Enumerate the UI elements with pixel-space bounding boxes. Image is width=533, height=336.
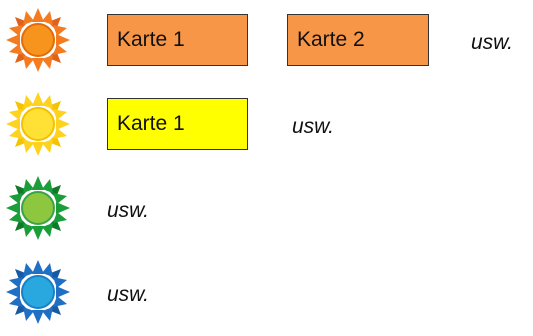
green-sun-graphic (6, 176, 70, 240)
green-sun-icon (6, 176, 70, 240)
yellow-sun-icon (6, 92, 70, 156)
orange-sun-disc (21, 23, 55, 57)
blue-sun-rays (6, 260, 70, 324)
orange-sun-icon (6, 8, 70, 72)
card-label: Karte 1 (117, 112, 185, 135)
blue-sun-disc (21, 275, 55, 309)
card-label: Karte 2 (297, 28, 365, 51)
row-green: usw. (0, 168, 533, 252)
card-karte-1-yellow: Karte 1 (107, 98, 248, 150)
row-orange: Karte 1 Karte 2 usw. (0, 0, 533, 84)
etc-text: usw. (292, 115, 335, 138)
yellow-sun-graphic (6, 92, 70, 156)
card-karte-1-orange: Karte 1 (107, 14, 248, 66)
row-yellow: Karte 1 usw. (0, 84, 533, 168)
card-karte-2-orange: Karte 2 (287, 14, 429, 66)
blue-sun-graphic (6, 260, 70, 324)
yellow-sun-rays (6, 92, 70, 156)
blue-sun-icon (6, 260, 70, 324)
orange-sun-rays (6, 8, 70, 72)
yellow-sun-disc (21, 107, 55, 141)
green-sun-rays (6, 176, 70, 240)
green-sun-disc (21, 191, 55, 225)
etc-text: usw. (107, 283, 150, 306)
row-blue: usw. (0, 252, 533, 336)
orange-sun-graphic (6, 8, 70, 72)
etc-text: usw. (107, 199, 150, 222)
etc-text: usw. (471, 31, 514, 54)
card-label: Karte 1 (117, 28, 185, 51)
